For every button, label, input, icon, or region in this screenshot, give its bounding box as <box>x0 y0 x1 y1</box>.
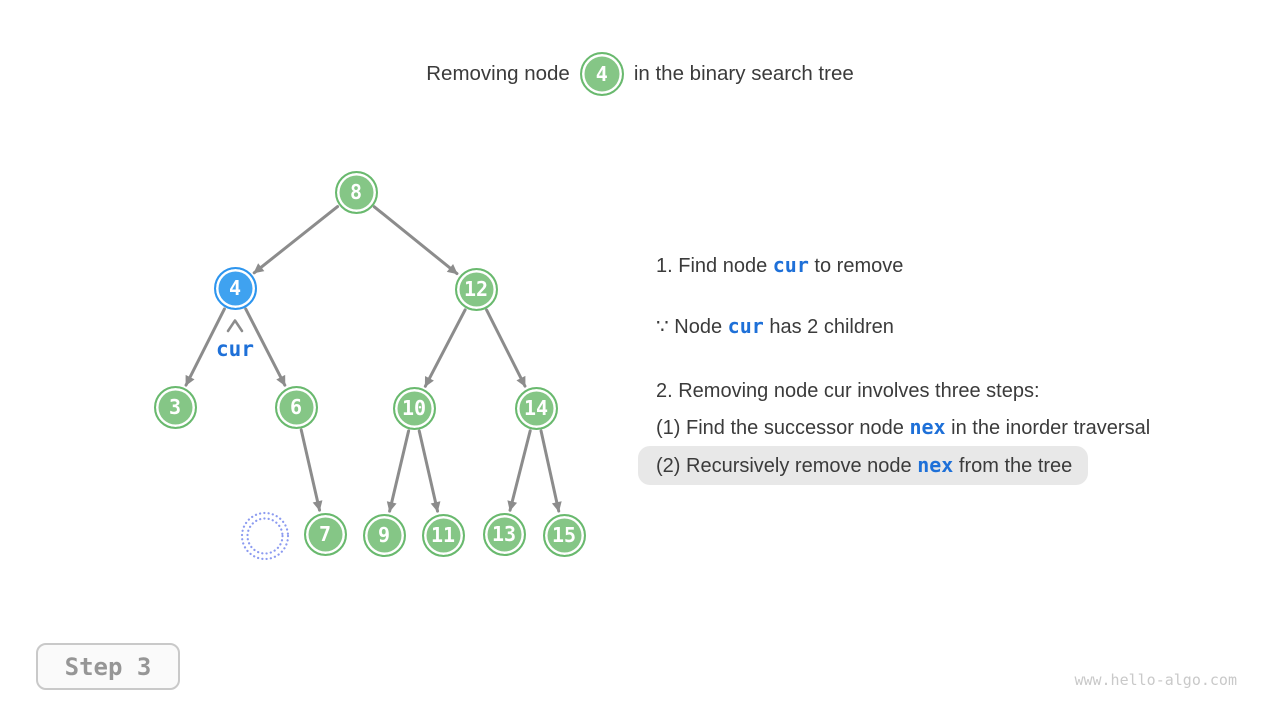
cur-caret-icon <box>226 319 244 333</box>
tree-node-13: 13 <box>482 512 526 556</box>
note-text: ∵ Node <box>656 316 728 338</box>
tree-edge-4-3 <box>184 307 226 387</box>
note-text: has 2 children <box>763 316 894 338</box>
title-node-4: 4 <box>579 52 624 96</box>
title-text-suffix: in the binary search tree <box>633 62 854 85</box>
tree-edge-14-15 <box>539 429 562 513</box>
removed-node-placeholder <box>246 517 284 555</box>
step-badge: Step 3 <box>36 643 180 690</box>
tree-node-4: 4 <box>213 266 257 310</box>
tree-node-8: 8 <box>334 170 378 214</box>
tree-edge-8-4 <box>252 205 340 275</box>
tree-node-12: 12 <box>454 267 498 311</box>
title-text-prefix: Removing node <box>426 62 570 85</box>
cur-pointer-label: cur <box>216 337 254 361</box>
tree-node-14: 14 <box>514 386 558 430</box>
tree-edge-12-10 <box>423 308 467 388</box>
tree-edge-10-9 <box>386 429 411 513</box>
tree-node-11: 11 <box>421 513 465 557</box>
tree-edge-14-13 <box>507 429 532 512</box>
code-token: cur <box>727 314 764 338</box>
tree-edge-4-6 <box>244 307 287 387</box>
note-text: 2. Removing node cur involves three step… <box>656 380 1040 402</box>
tree-edge-8-12 <box>372 205 459 276</box>
tree-edge-12-14 <box>485 308 527 388</box>
note-line-step-2: (2) Recursively remove node nex from the… <box>638 446 1089 485</box>
tree-edge-10-11 <box>417 429 441 513</box>
note-text: (1) Find the successor node <box>656 417 910 439</box>
code-token: cur <box>772 253 809 277</box>
tree-node-6: 6 <box>274 385 318 429</box>
note-line-find-cur: 1. Find node cur to remove <box>656 255 903 276</box>
note-line-because: ∵ Node cur has 2 children <box>656 316 894 337</box>
tree-node-9: 9 <box>362 513 406 557</box>
note-text: from the tree <box>953 455 1073 477</box>
step-badge-label: Step 3 <box>64 652 152 681</box>
note-line-three-steps: 2. Removing node cur involves three step… <box>656 381 1040 401</box>
tree-node-15: 15 <box>542 513 586 557</box>
note-text: in the inorder traversal <box>945 417 1151 439</box>
note-text: to remove <box>808 255 904 277</box>
code-token: nex <box>917 453 954 477</box>
note-text: (2) Recursively remove node <box>656 455 918 477</box>
figure-title: Removing node 4 in the binary search tre… <box>0 52 1280 96</box>
code-token: nex <box>909 415 946 439</box>
note-line-step-1: (1) Find the successor node nex in the i… <box>656 417 1150 438</box>
note-text: 1. Find node <box>656 255 773 277</box>
tree-node-7: 7 <box>303 512 347 556</box>
tree-node-3: 3 <box>153 385 197 429</box>
title-node-value: 4 <box>595 62 608 86</box>
watermark: www.hello-algo.com <box>1074 671 1237 689</box>
tree-edge-6-7 <box>299 428 323 512</box>
tree-node-10: 10 <box>392 386 436 430</box>
removed-node-placeholder <box>240 511 290 561</box>
